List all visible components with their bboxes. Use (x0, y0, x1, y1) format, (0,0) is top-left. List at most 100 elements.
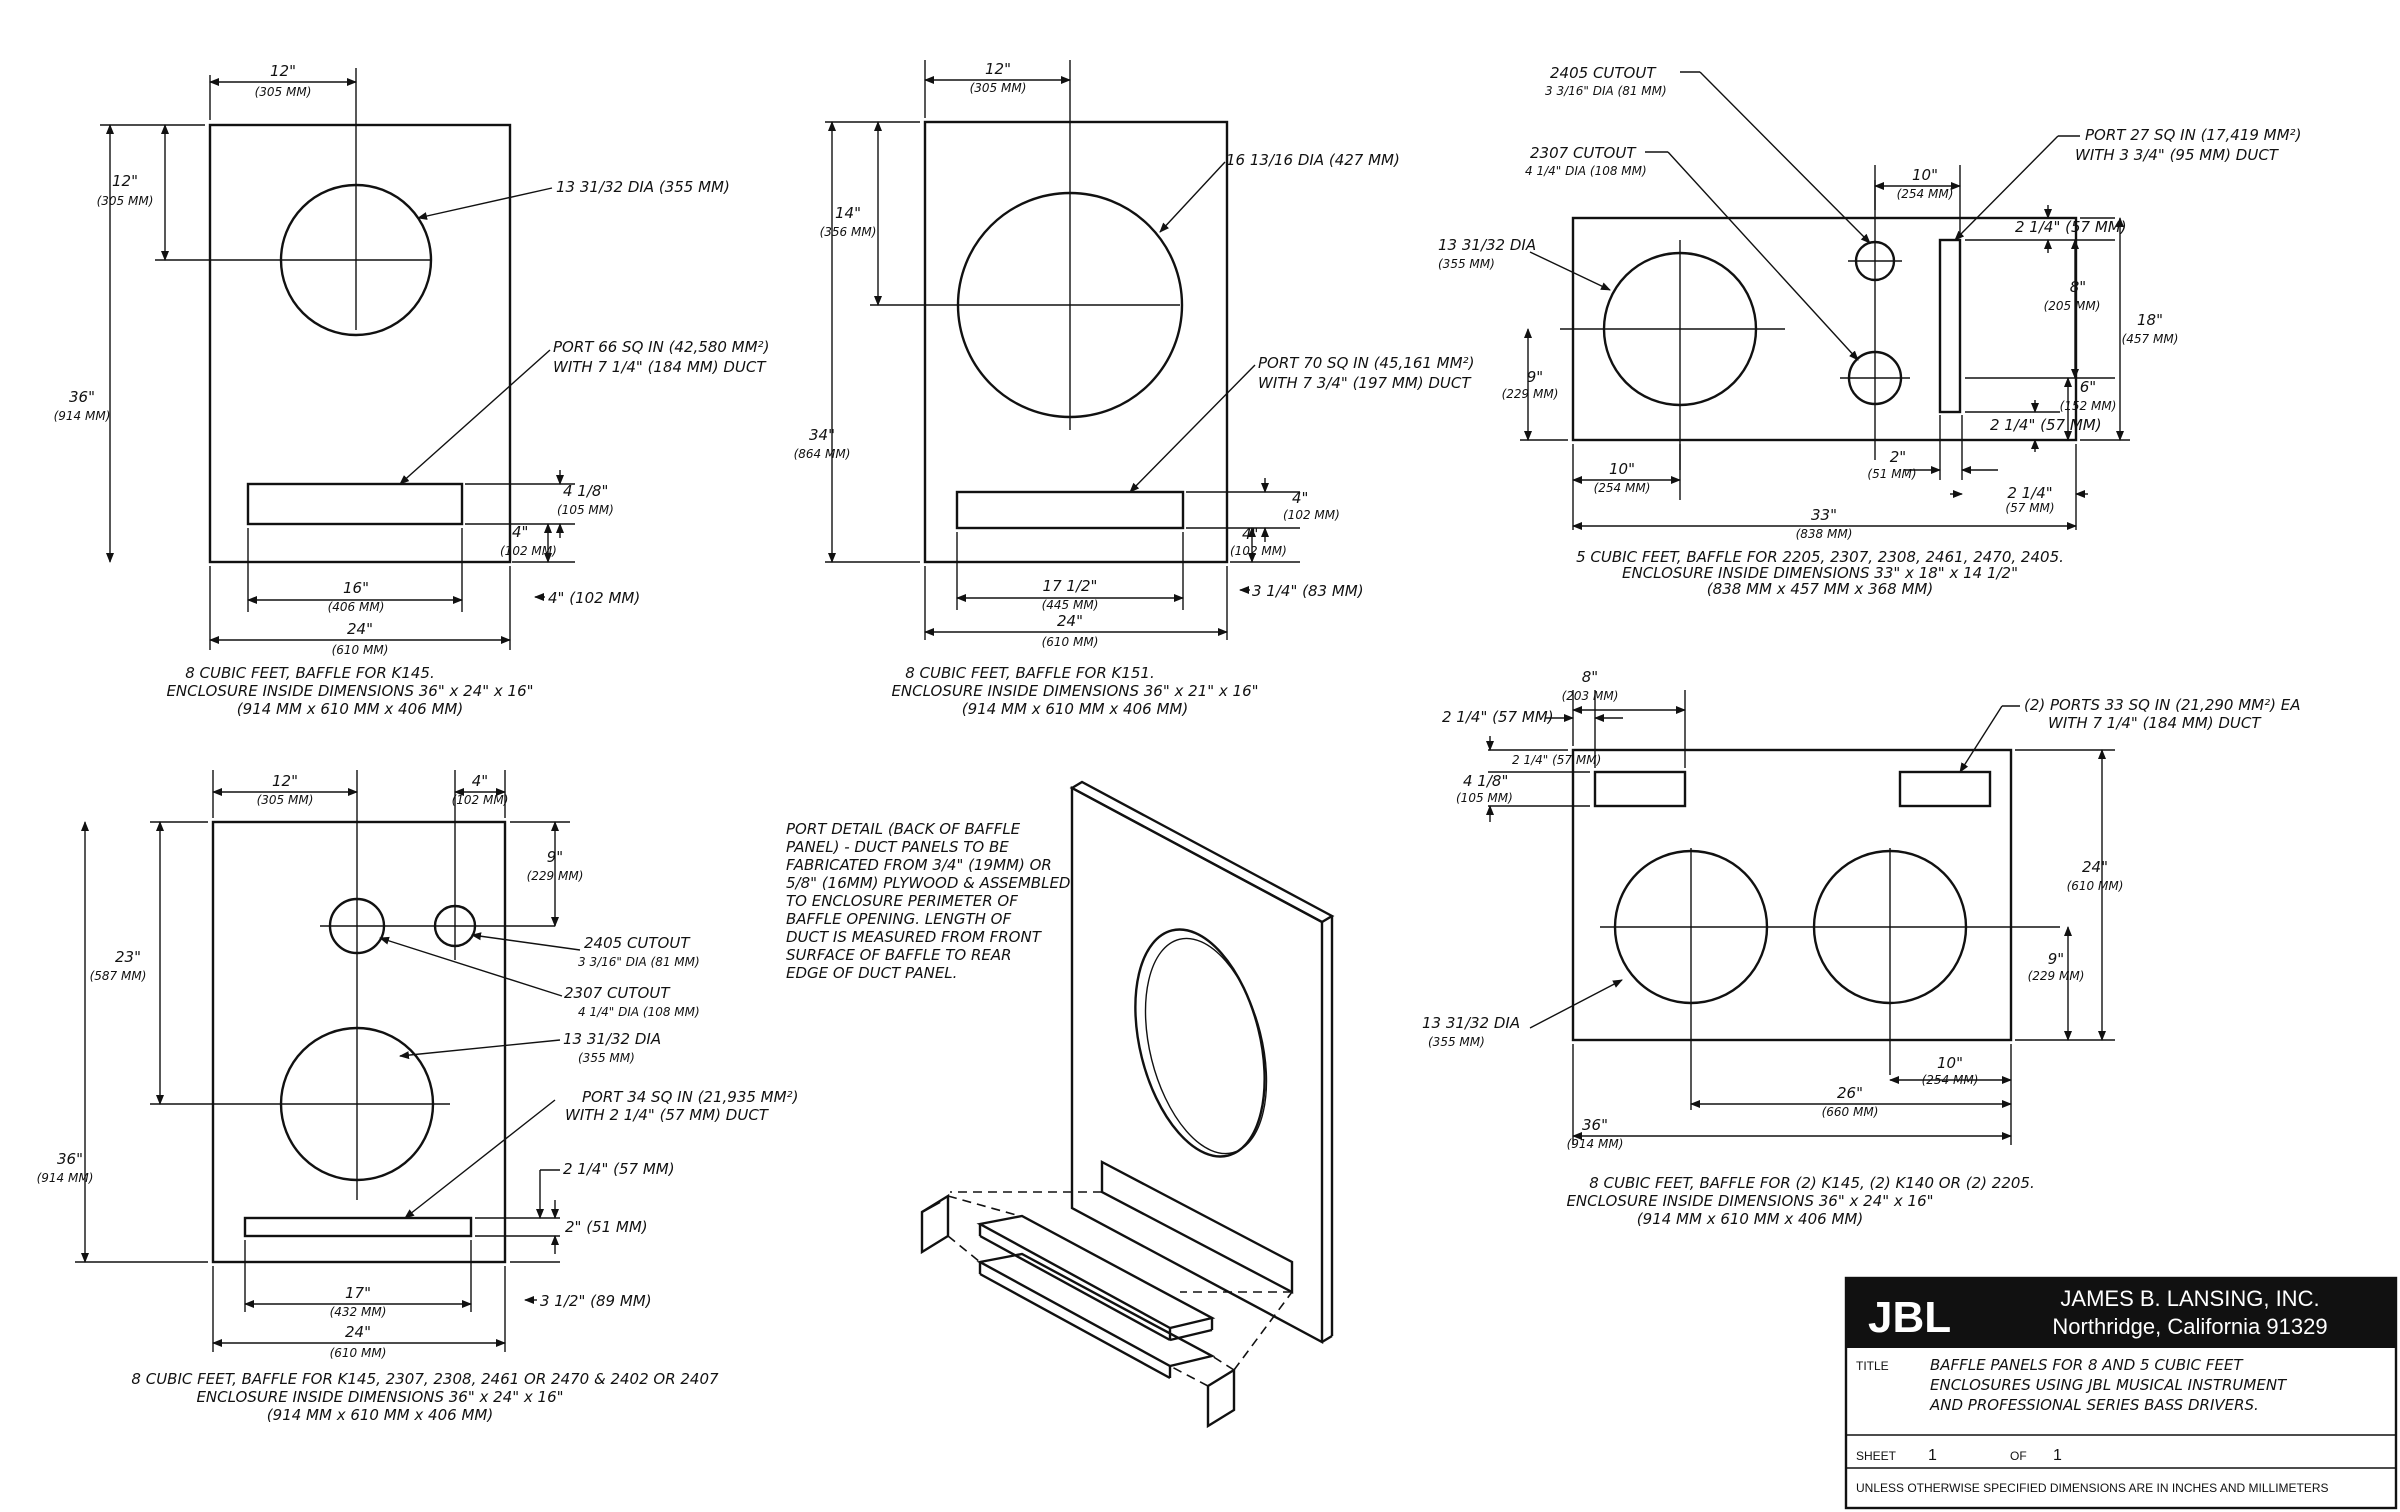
multi-panel-outline (211, 820, 507, 1264)
five-cu-driver-mm: (355 MM) (1438, 257, 1495, 271)
five-cu-dim-2-25c-mm: (57 MM) (2005, 501, 2054, 515)
k145-bottom-dim: 4" (102 MM) (548, 589, 640, 607)
port-detail-line-3: FABRICATED FROM 3/4" (19MM) OR (786, 856, 1052, 874)
multi-dim-17-mm: (432 MM) (330, 1305, 387, 1319)
five-cu-dim-8: 8" (2070, 278, 2086, 296)
title-block-header (1846, 1278, 2396, 1348)
dual-dim-8-mm: (203 MM) (1562, 689, 1619, 703)
five-cubic-baffle-drawing: 2405 CUTOUT 3 3/16" DIA (81 MM) 2307 CUT… (1438, 64, 2301, 598)
dual-dim-26-mm: (660 MM) (1822, 1105, 1879, 1119)
five-cu-dim-2-25c: 2 1/4" (2007, 484, 2052, 502)
k145-dim-side-mm: (305 MM) (97, 194, 154, 208)
dimensions-footer: UNLESS OTHERWISE SPECIFIED DIMENSIONS AR… (1856, 1481, 2329, 1495)
sheet-value: 1 (1928, 1447, 1937, 1464)
multi-port-cutout (243, 1216, 473, 1238)
port-detail-line-7: DUCT IS MEASURED FROM FRONT (786, 928, 1043, 946)
title-line-2: ENCLOSURES USING JBL MUSICAL INSTRUMENT (1930, 1376, 2288, 1394)
multi-2405-dia: 3 3/16" DIA (81 MM) (578, 955, 700, 969)
k145-port-height-mm: (105 MM) (557, 503, 614, 517)
dual-left-port-cutout (1593, 770, 1687, 808)
five-cu-dim-18-mm: (457 MM) (2122, 332, 2179, 346)
jbl-logo: JBL (1868, 1293, 1951, 1342)
iso-driver-opening (1134, 928, 1266, 1158)
dual-port-note-2: WITH 7 1/4" (184 MM) DUCT (2048, 714, 2262, 732)
port-detail-line-8: SURFACE OF BAFFLE TO REAR (786, 946, 1012, 964)
five-cu-dim-10: 10" (1912, 166, 1938, 184)
k145-caption-1: 8 CUBIC FEET, BAFFLE FOR K145. (185, 664, 435, 682)
multi-dim-4-mm: (102 MM) (452, 793, 509, 807)
five-cu-dim-9: 9" (1527, 368, 1543, 386)
k151-port-gap-mm: (102 MM) (1230, 544, 1287, 558)
multi-dim-9-mm: (229 MM) (527, 869, 584, 883)
title-line-1: BAFFLE PANELS FOR 8 AND 5 CUBIC FEET (1930, 1356, 2244, 1374)
dual-dim-36: 36" (1582, 1116, 1608, 1134)
k151-port-height: 4" (1292, 489, 1308, 507)
company-location: Northridge, California 91329 (2052, 1314, 2327, 1339)
port-detail-line-2: PANEL) - DUCT PANELS TO BE (786, 838, 1009, 856)
port-detail-line-9: EDGE OF DUCT PANEL. (786, 964, 957, 982)
five-cu-port-cutout (1938, 238, 1962, 414)
dual-driver-baffle-drawing: 8" (203 MM) 2 1/4" (57 MM) 2 1/4" (57 MM… (1422, 668, 2300, 1228)
k145-port-cutout (246, 482, 464, 526)
five-cu-dim-33-mm: (838 MM) (1796, 527, 1853, 541)
k151-caption-2: ENCLOSURE INSIDE DIMENSIONS 36" x 21" x … (891, 682, 1258, 700)
dual-dim-10-mm: (254 MM) (1922, 1073, 1979, 1087)
multi-dim-23-mm: (587 MM) (90, 969, 147, 983)
of-label: OF (2010, 1449, 2027, 1463)
k151-port-note-1: PORT 70 SQ IN (45,161 MM²) (1258, 354, 1474, 372)
k145-panel-outline (208, 123, 512, 564)
dual-dim-10: 10" (1937, 1054, 1963, 1072)
dual-driver-label: 13 31/32 DIA (1422, 1014, 1520, 1032)
title-label: TITLE (1856, 1359, 1889, 1373)
multi-dim-23: 23" (115, 948, 141, 966)
k145-dim-top-mm: (305 MM) (255, 85, 312, 99)
port-detail-line-4: 5/8" (16MM) PLYWOOD & ASSEMBLED (786, 874, 1070, 892)
k151-dim-side-mm: (356 MM) (820, 225, 877, 239)
dual-dim-4-125-mm: (105 MM) (1456, 791, 1513, 805)
five-cu-dim-10b: 10" (1609, 460, 1635, 478)
k145-port-gap: 4" (512, 523, 528, 541)
multi-driver-label: 13 31/32 DIA (563, 1030, 661, 1048)
port-detail-isometric (920, 780, 1335, 1429)
k151-bottom-dim: 3 1/4" (83 MM) (1252, 582, 1364, 600)
k145-dim-side: 12" (112, 172, 138, 190)
multi-port-note-2: WITH 2 1/4" (57 MM) DUCT (565, 1106, 770, 1124)
multi-caption-3: (914 MM x 610 MM x 406 MM) (267, 1406, 493, 1424)
dual-caption-2: ENCLOSURE INSIDE DIMENSIONS 36" x 24" x … (1566, 1192, 1933, 1210)
k151-width: 24" (1057, 612, 1083, 630)
k151-driver-note: 16 13/16 DIA (427 MM) (1226, 151, 1400, 169)
five-cu-dim-2: 2" (1890, 448, 1906, 466)
five-cu-2307-label: 2307 CUTOUT (1530, 144, 1637, 162)
five-cu-dim-18: 18" (2137, 311, 2163, 329)
multi-2307-label: 2307 CUTOUT (564, 984, 671, 1002)
k151-port-width-mm: (445 MM) (1042, 598, 1099, 612)
k145-port-note-2: WITH 7 1/4" (184 MM) DUCT (553, 358, 767, 376)
k151-port-note-2: WITH 7 3/4" (197 MM) DUCT (1258, 374, 1472, 392)
five-cu-driver-label: 13 31/32 DIA (1438, 236, 1536, 254)
k151-port-width: 17 1/2" (1043, 577, 1098, 595)
dual-caption-3: (914 MM x 610 MM x 406 MM) (1637, 1210, 1863, 1228)
dual-dim-9-mm: (229 MM) (2028, 969, 2085, 983)
k145-width-mm: (610 MM) (332, 643, 389, 657)
five-cu-port-note-2: WITH 3 3/4" (95 MM) DUCT (2075, 146, 2280, 164)
dual-dim-4-125: 4 1/8" (1463, 772, 1508, 790)
k145-port-width-mm: (406 MM) (328, 600, 385, 614)
k145-width: 24" (347, 620, 373, 638)
dual-right-port-cutout (1898, 770, 1992, 808)
multi-port-note-1: PORT 34 SQ IN (21,935 MM²) (582, 1088, 798, 1106)
five-cu-caption-1: 5 CUBIC FEET, BAFFLE FOR 2205, 2307, 230… (1576, 548, 2064, 566)
k145-port-height: 4 1/8" (563, 482, 608, 500)
k151-dim-top: 12" (985, 60, 1011, 78)
five-cu-dim-10b-mm: (254 MM) (1594, 481, 1651, 495)
dual-dim-2-25a: 2 1/4" (57 MM) (1442, 708, 1554, 726)
multi-dim-17: 17" (345, 1284, 371, 1302)
five-cu-2405-dia: 3 3/16" DIA (81 MM) (1545, 84, 1667, 98)
dual-caption-1: 8 CUBIC FEET, BAFFLE FOR (2) K145, (2) K… (1589, 1174, 2034, 1192)
multi-dim-2-25: 2 1/4" (57 MM) (563, 1160, 675, 1178)
k145-port-width: 16" (343, 579, 369, 597)
five-cu-dim-6: 6" (2080, 378, 2096, 396)
dual-dim-24-mm: (610 MM) (2067, 879, 2124, 893)
multi-2307-dia: 4 1/4" DIA (108 MM) (578, 1005, 700, 1019)
